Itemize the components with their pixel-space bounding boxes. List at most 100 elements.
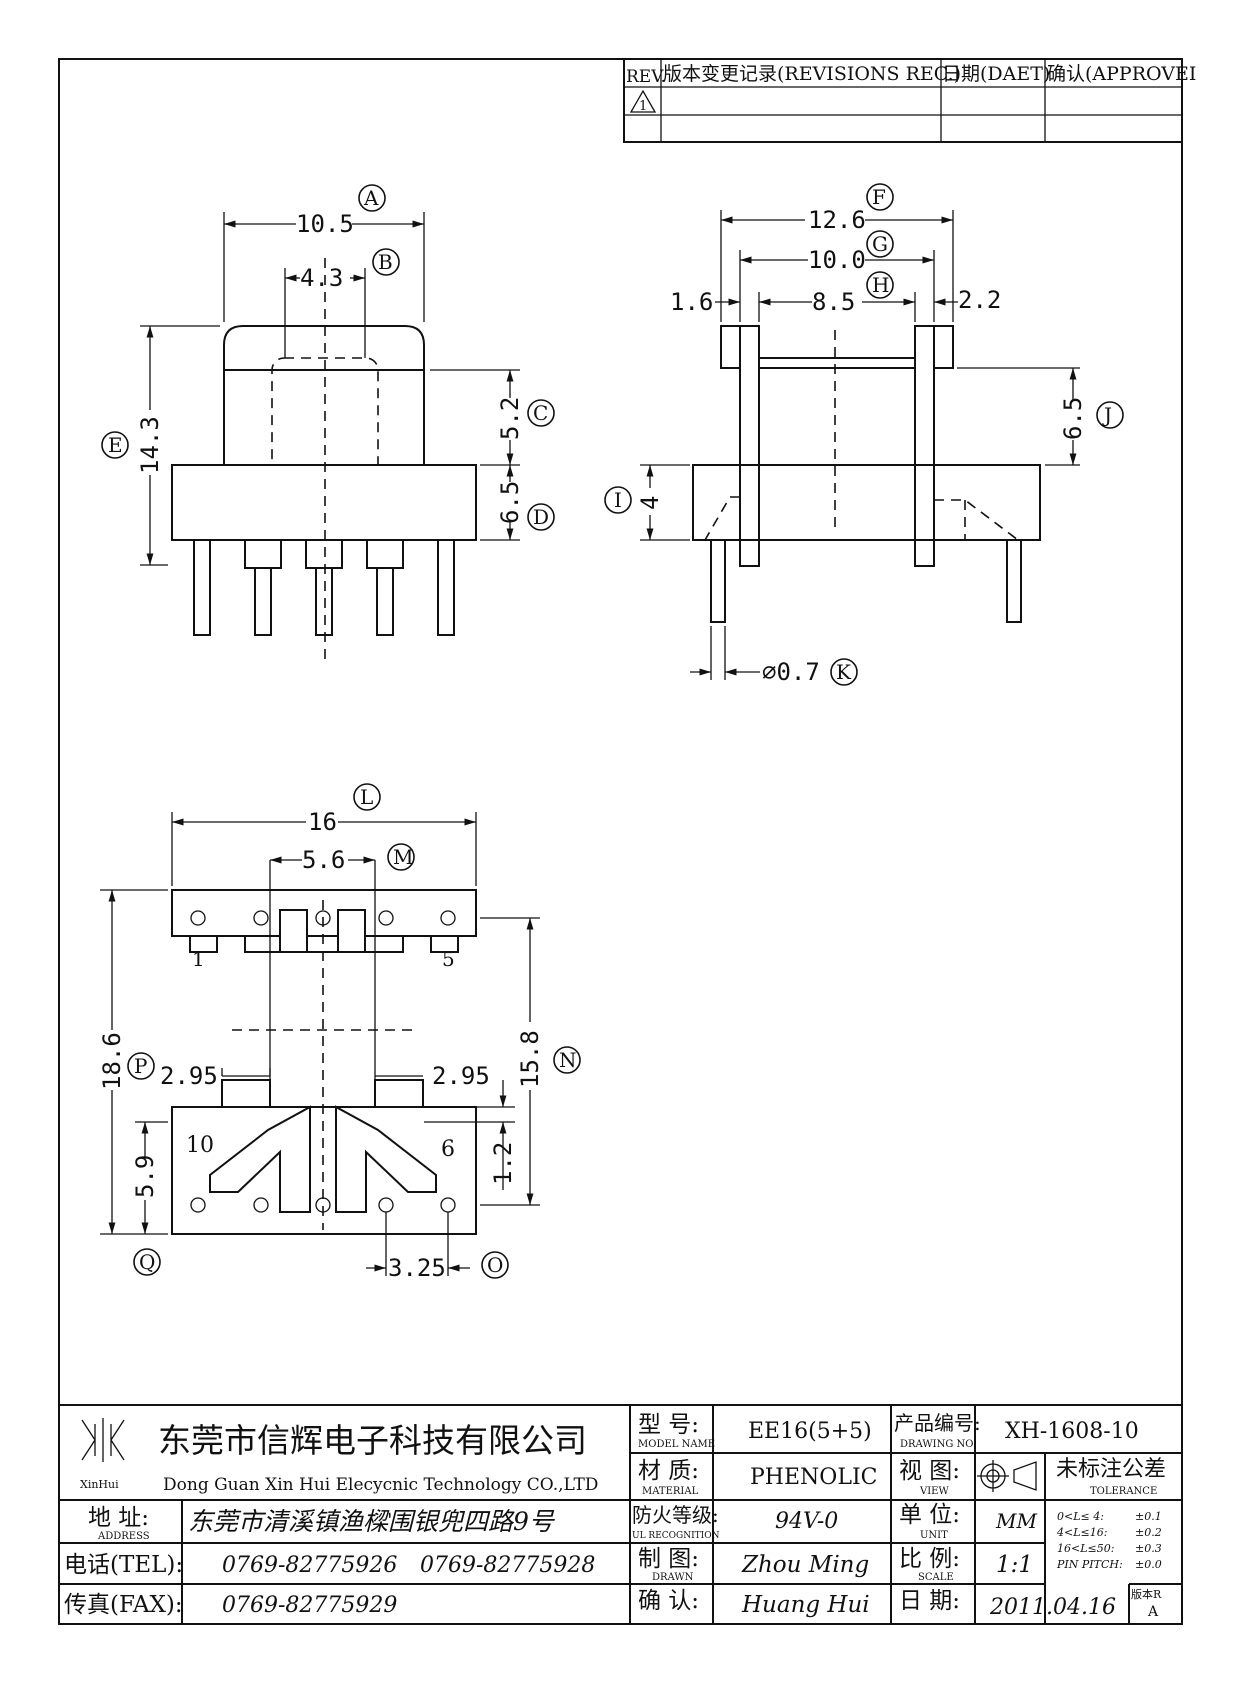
callout-j: J [1102,403,1112,427]
unit-label: 单 位: [899,1502,960,1528]
callout-g: G [872,232,888,256]
title-block: XinHui 东莞市信辉电子科技有限公司 Dong Guan Xin Hui E… [58,1404,1183,1625]
ul-label-en: UL RECOGNITION [632,1531,720,1541]
dim-q-label: 5.9 [131,1155,159,1198]
dim-a-label: 10.5 [296,210,354,238]
callout-c: C [533,401,548,425]
version-label: 版本R [1131,1587,1162,1601]
bottom-view: 1 5 10 6 16 L 5.6 M [98,783,581,1282]
version-value: A [1147,1604,1159,1620]
confirm-value: Huang Hui [741,1592,870,1618]
callout-e: E [108,433,123,457]
dim-m-label: 5.6 [302,846,345,874]
company-logo: XinHui [80,1418,125,1491]
dim-p-label: 18.6 [98,1032,126,1090]
tolerance-row-value: ±0.1 [1135,1510,1162,1523]
approve-header: 确认(APPROVEI [1047,63,1196,85]
view-label: 视 图: [899,1458,960,1484]
dim-e-label: 14.3 [136,416,164,474]
tel-value-2: 0769-82775928 [420,1553,595,1578]
callout-b: B [378,250,393,274]
tolerance-row-value: ±0.0 [1135,1558,1162,1571]
pin-1-label: 1 [192,947,205,971]
callout-k: K [836,660,852,684]
tolerance-row-range: PIN PITCH: [1056,1558,1123,1571]
confirm-label: 确 认: [638,1588,699,1614]
unit-label-en: UNIT [920,1530,948,1541]
pin-5-label: 5 [442,947,455,971]
dim-h-right-label: 2.2 [958,286,1001,314]
drawing-no-label-en: DRAWING NO. [900,1439,976,1450]
dim-h-left-label: 1.6 [670,288,713,316]
callout-f: F [872,185,886,209]
address-label-en: ADDRESS [97,1531,150,1542]
drawn-value: Zhou Ming [741,1552,869,1578]
dim-g-label: 10.0 [808,246,866,274]
tolerance-label-en: TOLERANCE [1090,1486,1157,1497]
address-value: 东莞市清溪镇渔樑围银兜四路9号 [188,1507,556,1536]
tolerance-row-range: 16<L≤50: [1057,1542,1114,1555]
side-view: 12.6 F 10.0 G 8.5 H 1.6 2.2 6.5 J [604,183,1124,686]
tolerance-label: 未标注公差 [1056,1457,1166,1482]
date-header: 日期(DAET) [942,63,1050,85]
scale-label-en: SCALE [918,1572,954,1583]
callout-a: A [363,186,379,210]
sheet-border [58,58,1183,1625]
dim-n-label: 15.8 [516,1030,544,1088]
view-label-en: VIEW [919,1486,949,1497]
dim-1-2-label: 1.2 [489,1142,517,1185]
address-label: 地 址: [88,1505,149,1531]
fax-label: 传真(FAX): [64,1592,183,1618]
revisions-header: 版本变更记录(REVISIONS REC.) [663,63,961,85]
scale-label: 比 例: [899,1546,960,1572]
callout-m: M [393,845,413,869]
dim-b-label: 4.3 [300,264,343,292]
rev-header: REV. [626,67,666,87]
pin-10-label: 10 [186,1133,214,1158]
rev-triangle-icon [629,89,657,113]
dim-i-label: 4 [636,496,664,510]
revision-table: REV. 版本变更记录(REVISIONS REC.) 日期(DAET) 确认(… [623,58,1196,143]
dim-k-label: ⌀0.7 [762,658,820,686]
dim-c-label: 5.2 [496,397,524,440]
drawing-no-label: 产品编号: [894,1411,981,1435]
drawn-label: 制 图: [638,1546,699,1572]
logo-text: XinHui [80,1478,119,1491]
tel-label: 电话(TEL): [64,1552,183,1578]
fax-value: 0769-82775929 [222,1593,397,1618]
dim-l-label: 16 [308,808,337,836]
callout-n: N [559,1048,577,1072]
tolerance-row-range: 0<L≤ 4: [1057,1510,1104,1523]
dim-h-label: 8.5 [812,288,855,316]
model-value: EE16(5+5) [748,1419,872,1444]
material-value: PHENOLIC [750,1465,877,1490]
tel-value-1: 0769-82775926 [222,1553,397,1578]
dim-o-label: 3.25 [388,1254,446,1282]
drawn-label-en: DRAWN [652,1572,694,1583]
company-name-en: Dong Guan Xin Hui Elecycnic Technology C… [163,1475,598,1495]
dim-p-right-label: 2.95 [432,1062,490,1090]
date-label: 日 期: [899,1588,960,1614]
callout-q: Q [139,1250,155,1274]
callout-p: P [134,1054,147,1078]
callout-i: I [614,488,622,512]
drawing-no-value: XH-1608-10 [1005,1419,1139,1444]
projection-symbol-icon [977,1460,1037,1492]
callout-o: O [487,1253,503,1277]
ul-label: 防火等级: [632,1503,719,1527]
dim-d-label: 6.5 [496,481,524,524]
date-value: 2011.04.16 [989,1595,1116,1620]
callout-d: D [533,505,549,529]
pin-6-label: 6 [441,1137,455,1162]
model-label-en: MODEL NAME [638,1439,715,1450]
callout-h: H [872,273,889,297]
dim-j-label: 6.5 [1059,397,1087,440]
tolerance-row-range: 4<L≤16: [1056,1526,1107,1539]
material-label-en: MATERIAL [642,1486,699,1497]
model-label: 型 号: [638,1412,699,1438]
scale-value: 1:1 [996,1552,1033,1578]
dim-f-label: 12.6 [808,206,866,234]
front-view: 10.5 A 4.3 B 5.2 6.5 C D 14.3 E [101,184,555,660]
material-label: 材 质: [638,1458,699,1484]
